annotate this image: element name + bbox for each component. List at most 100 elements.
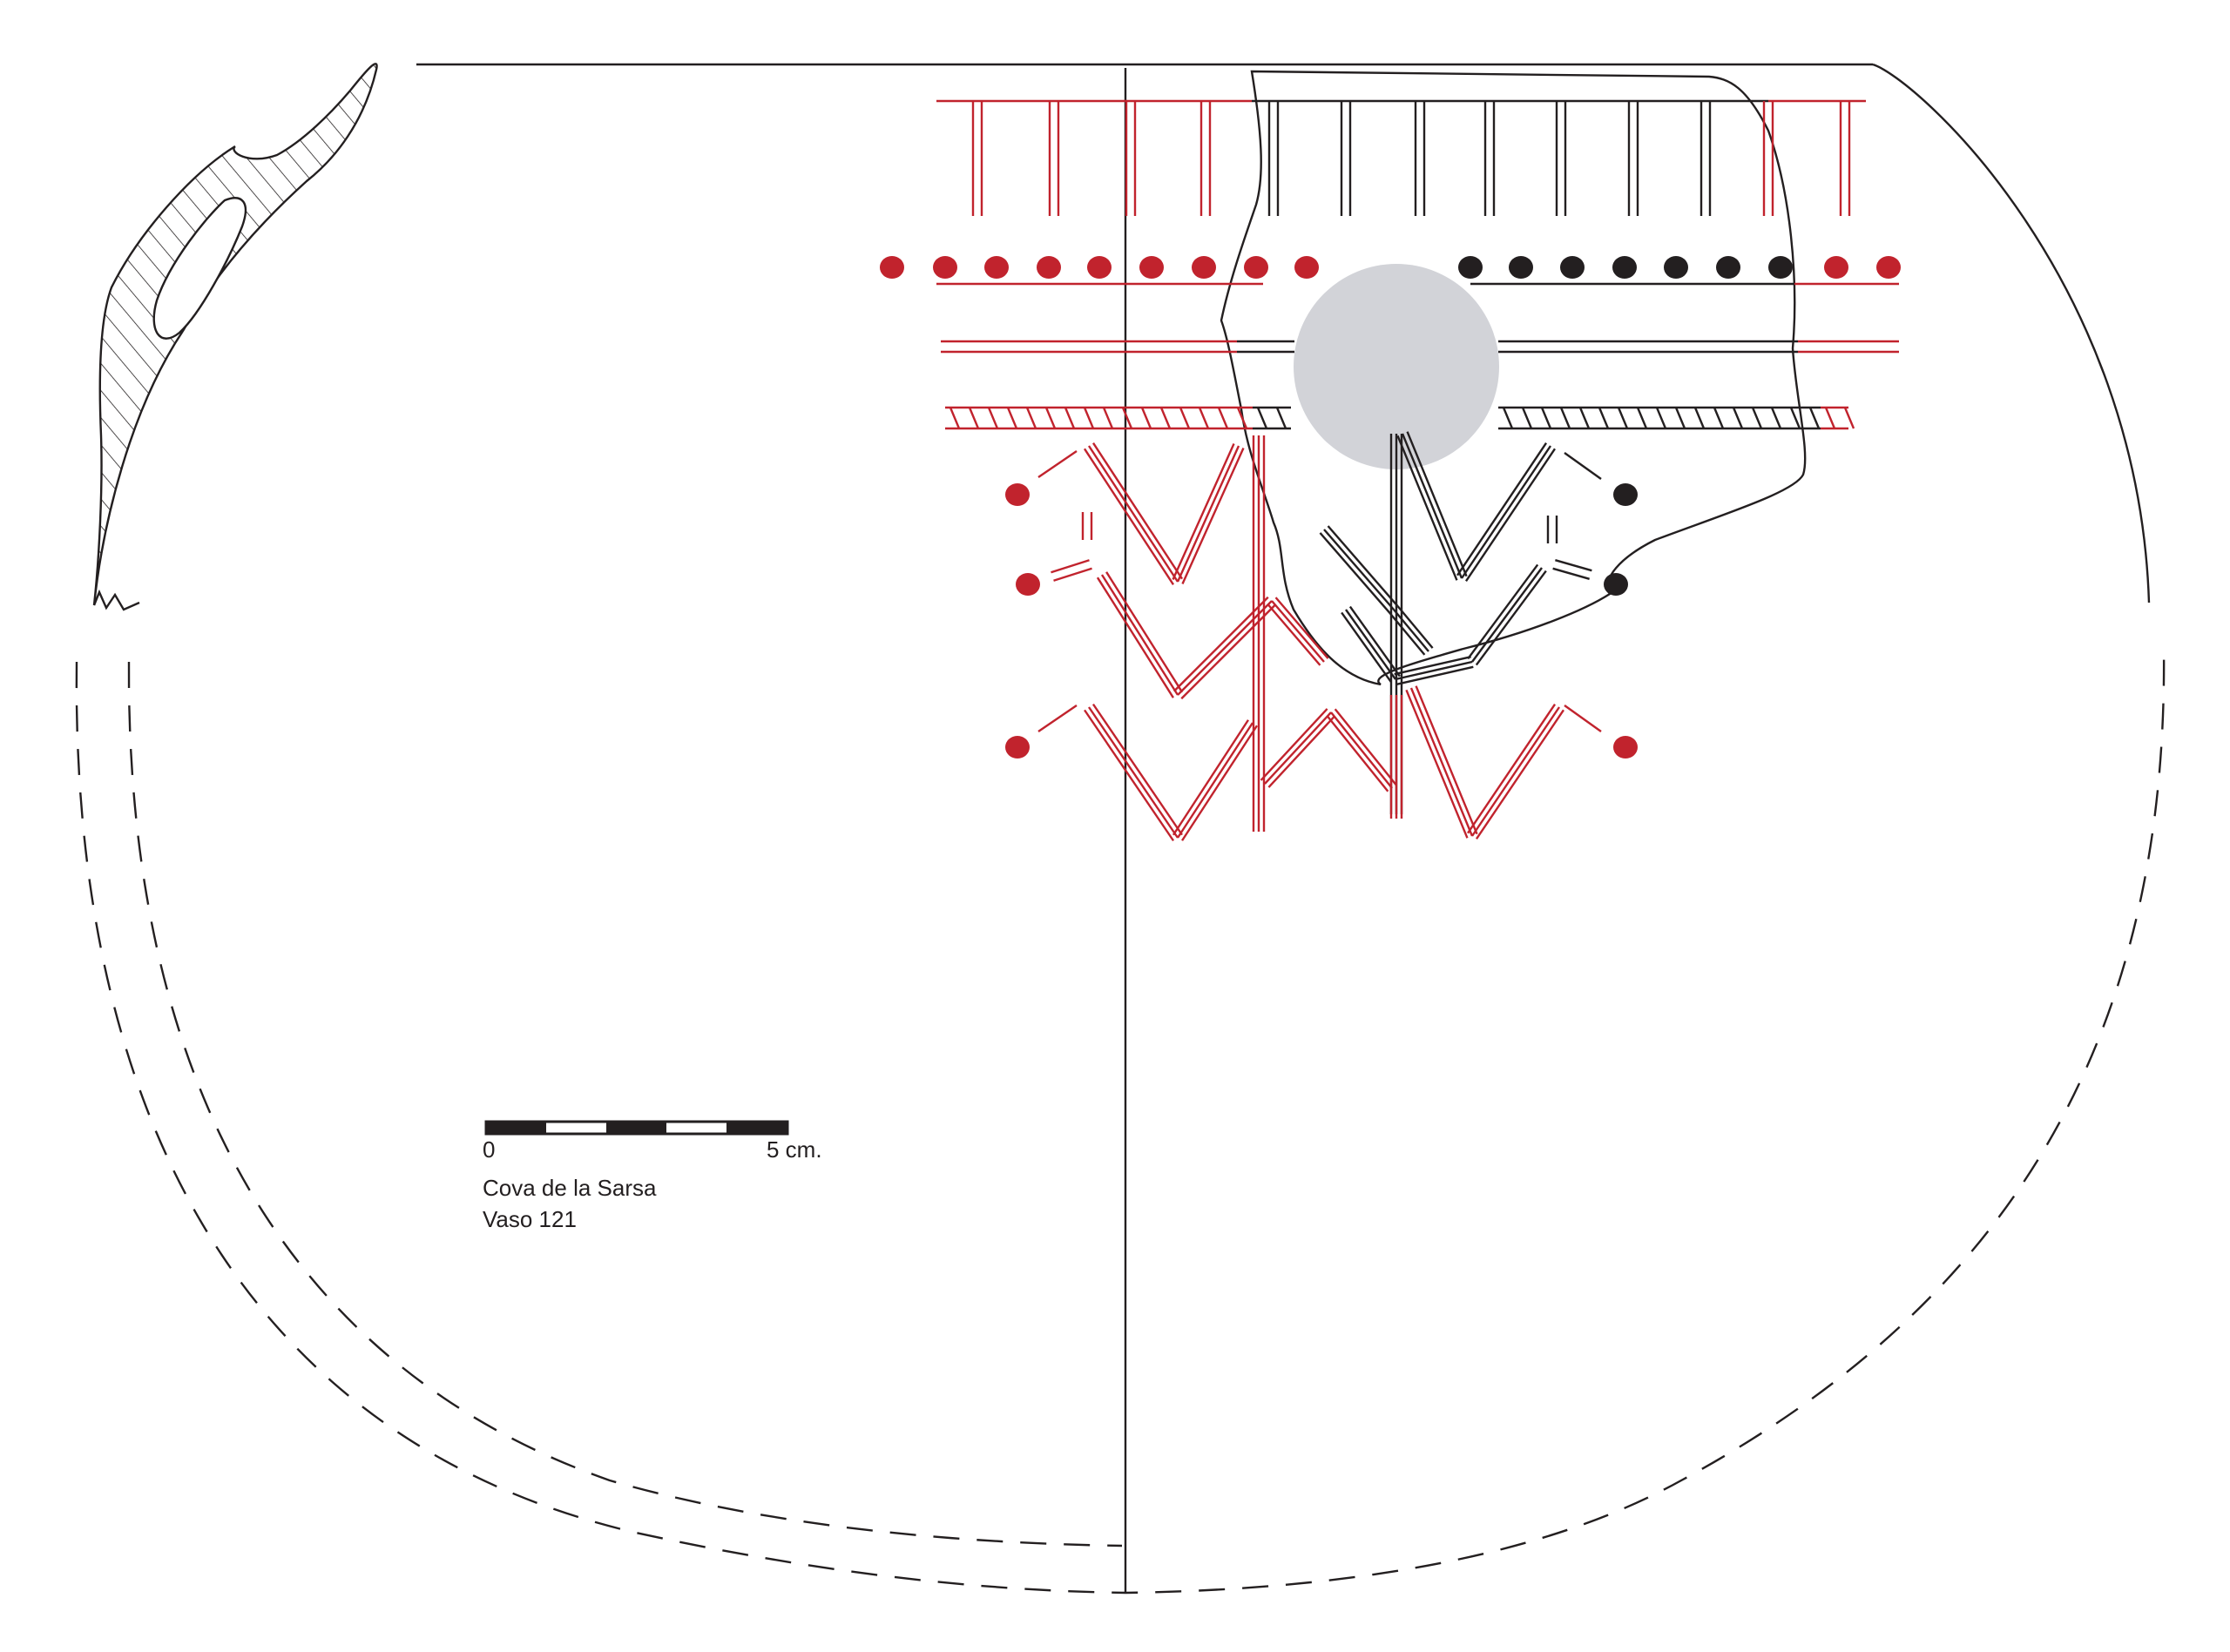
hatch-tick [1159, 407, 1172, 429]
scale-segment [606, 1122, 666, 1134]
hatch-tick [968, 407, 980, 429]
decoration [880, 99, 1901, 842]
impressed-dot [1244, 256, 1268, 279]
impressed-dot [1294, 256, 1319, 279]
impressed-dot [1604, 573, 1628, 596]
impressed-dot [1192, 256, 1216, 279]
hatch-tick [1044, 407, 1057, 429]
chevron-line [1330, 711, 1393, 789]
chevron-line [1100, 574, 1179, 696]
chevron-line [1406, 431, 1468, 577]
hatch-tick [1843, 407, 1855, 429]
chevron-line [1389, 612, 1426, 656]
hatch-tick [949, 407, 961, 429]
chevron-line [1415, 685, 1478, 835]
hatch-tick [1674, 407, 1686, 429]
impressed-dot [1612, 256, 1637, 279]
chevron-line [1176, 722, 1254, 839]
impressed-dot [984, 256, 1009, 279]
chevron-line [1396, 665, 1474, 686]
impressed-dot [1613, 483, 1638, 506]
chevron-line [1172, 719, 1249, 836]
impressed-dot [933, 256, 957, 279]
chevron-line [1264, 711, 1332, 785]
impressed-dot [1087, 256, 1112, 279]
chevron-line [1475, 709, 1564, 840]
chevron-line [1326, 715, 1389, 792]
hatch-tick [1598, 407, 1610, 429]
handle-perforation [152, 197, 247, 340]
broken-edge [92, 589, 140, 611]
hatch-tick [1617, 407, 1629, 429]
hatch-tick [1179, 407, 1191, 429]
hatch-tick [1521, 407, 1533, 429]
hatch-tick [1824, 407, 1836, 429]
chevron-line [1267, 603, 1321, 666]
chevron-line [1274, 597, 1329, 659]
chevron-line [1084, 709, 1175, 842]
hatch-tick [1140, 407, 1152, 429]
impressed-dot [1768, 256, 1793, 279]
impressed-dot [1560, 256, 1585, 279]
chevron-line [1395, 660, 1473, 681]
impressed-dot [1509, 256, 1533, 279]
chevron-line [1327, 525, 1399, 607]
chevron-line [1096, 577, 1174, 698]
impressed-dot [1005, 736, 1030, 759]
hatch-tick [1789, 407, 1801, 429]
impressed-dot [1005, 483, 1030, 506]
chevron-line [1461, 445, 1551, 579]
impressed-dot [1037, 256, 1061, 279]
hatch-tick [1559, 407, 1571, 429]
hatch-tick [987, 407, 999, 429]
hatch-tick [1808, 407, 1821, 429]
chevron-line [1176, 445, 1240, 583]
hatch-tick [1693, 407, 1706, 429]
hatch-tick [1540, 407, 1552, 429]
dashed-inner-profile [127, 661, 1123, 1547]
chevron-line [1181, 725, 1259, 841]
impressed-dot [1016, 573, 1040, 596]
chevron-line [1105, 571, 1184, 693]
reconstruction-dashed [75, 645, 2166, 1595]
chevron-line [1267, 715, 1336, 788]
dashed-outer-profile [75, 645, 2166, 1595]
hatch-tick [1083, 407, 1095, 429]
chevron-line [1083, 448, 1174, 585]
chevron-line [1471, 706, 1560, 837]
hatch-tick [1064, 407, 1076, 429]
chevron-line [1091, 703, 1183, 836]
impressed-dot [1139, 256, 1164, 279]
chevron-line [1271, 600, 1325, 663]
chevron-line [1172, 596, 1269, 692]
accent-stroke [1555, 559, 1592, 572]
chevron-line [1396, 435, 1458, 581]
chevron-line [1092, 442, 1184, 580]
chevron-line [1087, 445, 1179, 583]
hatch-tick [1006, 407, 1018, 429]
chevron-line [1456, 442, 1548, 577]
hatch-tick [1655, 407, 1667, 429]
accent-stroke [1564, 705, 1602, 732]
chevron-line [1181, 447, 1245, 584]
sherd-outline [1220, 70, 1807, 686]
chevron-line [1334, 708, 1397, 786]
impressed-dot [1876, 256, 1901, 279]
hatch-tick [1751, 407, 1763, 429]
caption-site: Cova de la Sarsa [483, 1175, 657, 1201]
chevron-line [1409, 687, 1474, 837]
scale-bar [484, 1120, 789, 1136]
chevron-line [1088, 706, 1179, 839]
hatch-tick [1636, 407, 1648, 429]
accent-stroke [1552, 567, 1590, 580]
vessel-outline [416, 63, 2151, 1594]
right-body-profile [1872, 63, 2151, 603]
chevron-line [1260, 708, 1328, 781]
chevron-line [1393, 609, 1429, 652]
scale-end-label: 5 cm. [767, 1136, 822, 1163]
accent-stroke [1037, 450, 1078, 478]
chevron-line [1180, 603, 1277, 700]
chevron-line [1396, 605, 1434, 649]
chevron-line [1405, 689, 1469, 839]
